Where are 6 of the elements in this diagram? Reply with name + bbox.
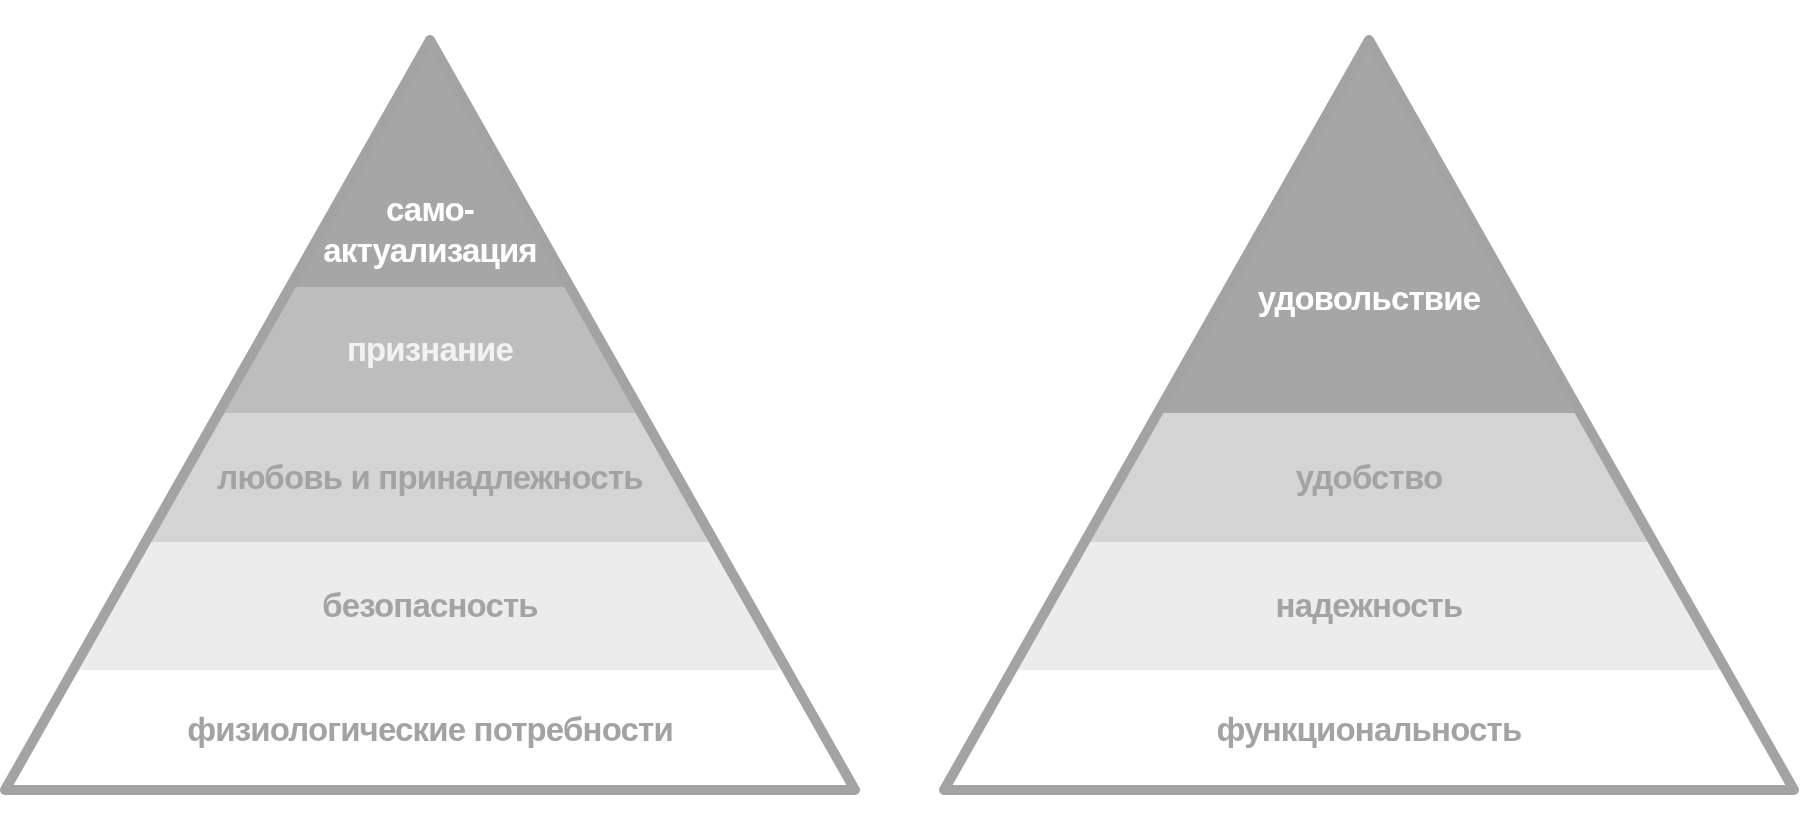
level-label: физиологические потребности: [187, 710, 673, 751]
level-label: удовольствие: [1257, 278, 1481, 319]
level-label: надежность: [1275, 586, 1463, 627]
level-label: безопасность: [322, 586, 538, 627]
level-label: функциональность: [1216, 710, 1522, 751]
level-label: само- актуализация: [323, 189, 537, 271]
